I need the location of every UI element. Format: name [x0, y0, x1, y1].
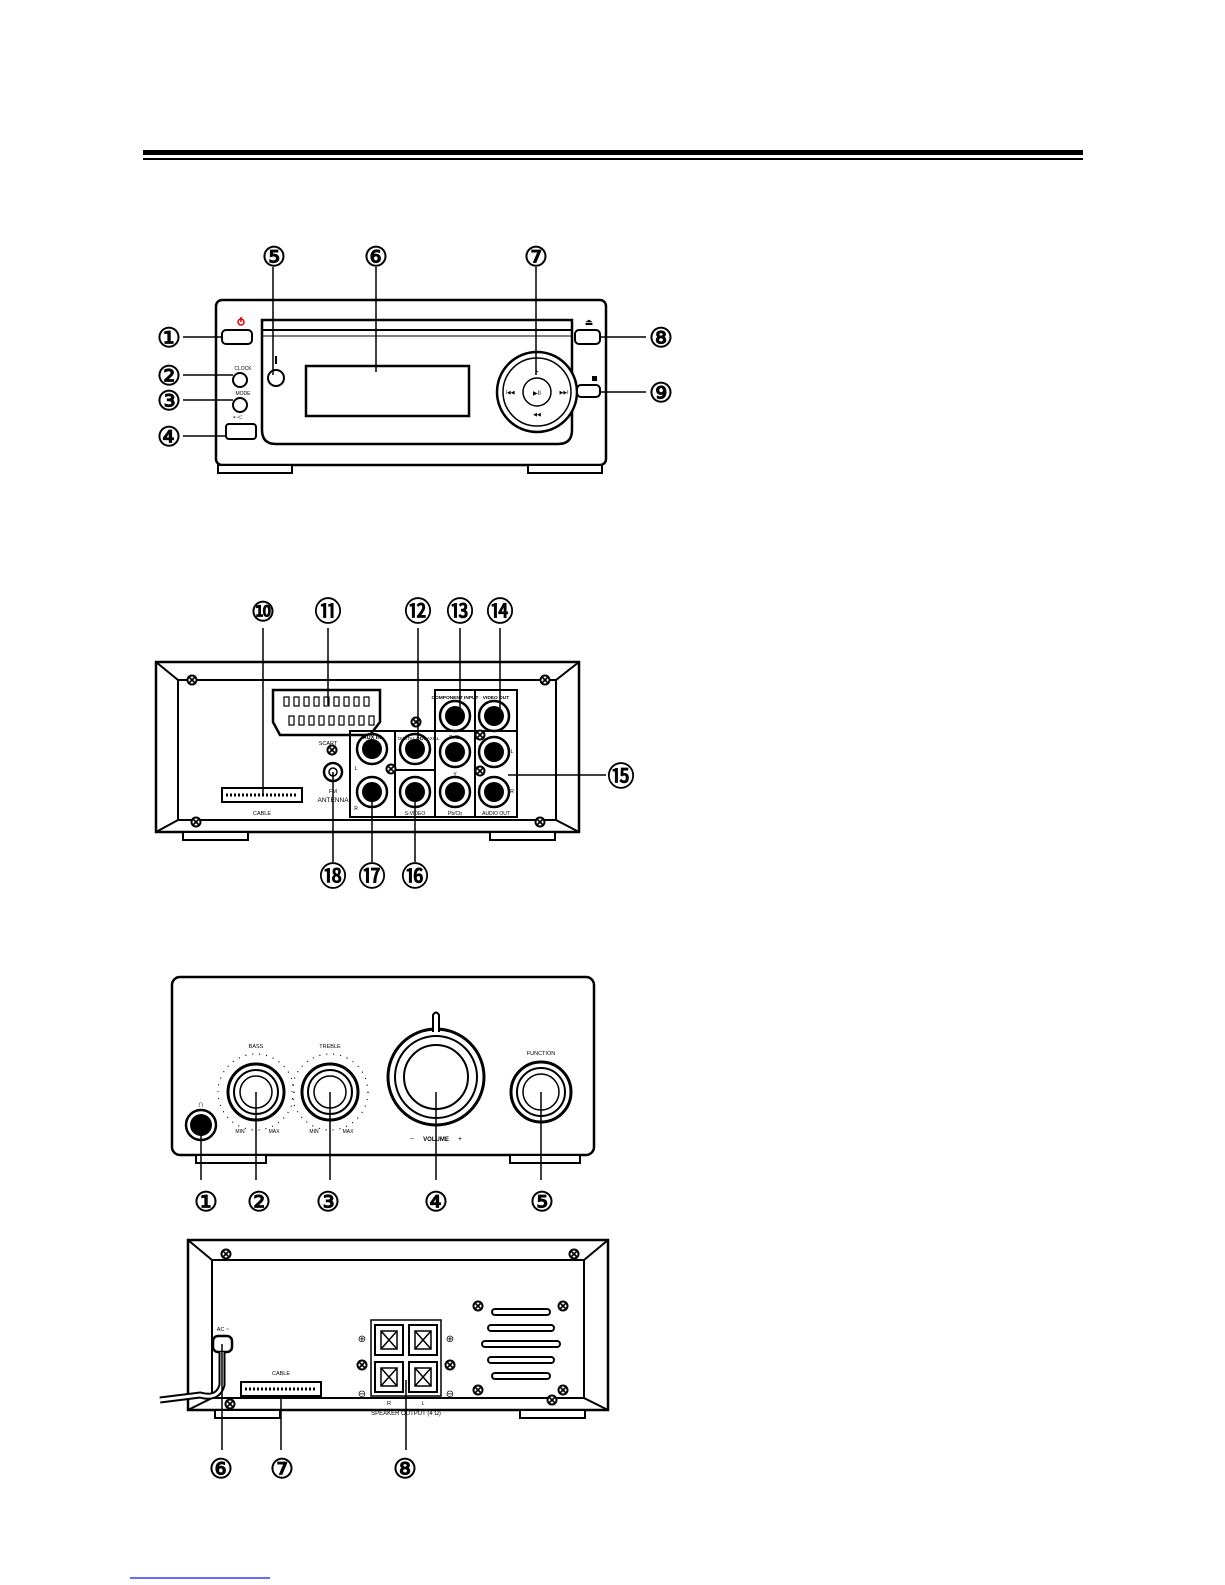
rear-unit-diagram: SCART CABLE FM ANTENNA: [156, 596, 635, 892]
treble-label: TREBLE: [319, 1044, 341, 1050]
callout-5: ⑤: [262, 242, 286, 272]
svg-text:⇠⊂: ⇠⊂: [233, 415, 243, 421]
amp-callout-2: ②: [247, 1187, 271, 1217]
amp-callout-6: ⑥: [209, 1454, 233, 1484]
svg-text:▶II: ▶II: [533, 391, 541, 397]
amplifier-rear-diagram: AC ~ CABLE ⊕ ⊕ ⊖ ⊖ R L SPEAKER OUTPUT (4: [160, 1240, 608, 1484]
amp-callout-8: ⑧: [393, 1454, 417, 1484]
volume-minus-label: −: [410, 1136, 414, 1143]
treble-max-label: MAX: [343, 1129, 355, 1135]
amplifier-front-diagram: ∩ BASS MIN MAX TREBLE MIN MAX − VOLUME +…: [172, 977, 594, 1217]
coaxial-label: COAXIAL: [420, 736, 440, 741]
callout-13: ⑬: [447, 596, 474, 627]
callout-9: ⑨: [649, 378, 673, 408]
callout-16: ⑯: [402, 861, 429, 892]
amp-callout-7: ⑦: [270, 1454, 294, 1484]
pb-cb-label: Pb/Cb: [448, 811, 462, 817]
amp-callout-5: ⑤: [530, 1187, 554, 1217]
callout-17: ⑰: [359, 861, 386, 892]
aux-in-label: AUX IN: [363, 735, 382, 741]
svg-text:⏏: ⏏: [585, 317, 594, 327]
callout-8: ⑧: [649, 323, 673, 353]
footer-link-underline: [130, 1577, 270, 1579]
callout-12: ⑫: [405, 596, 432, 627]
treble-min-label: MIN: [309, 1129, 319, 1135]
video-out-label: VIDEO OUT: [483, 695, 509, 701]
ac-label: AC ~: [217, 1327, 229, 1333]
volume-plus-label: +: [458, 1136, 462, 1143]
aux-l-label: L: [355, 766, 358, 772]
aux-r-label: R: [354, 806, 358, 812]
mode-label: MODE: [236, 391, 252, 397]
callout-14: ⑭: [487, 596, 514, 627]
callout-18: ⑱: [320, 861, 347, 892]
svg-text:◀◀: ◀◀: [533, 412, 541, 418]
amp-callout-1: ①: [194, 1187, 218, 1217]
component-input-label: COMPONENT INPUT: [432, 695, 479, 701]
svg-text:▶▶I: ▶▶I: [559, 390, 568, 396]
callout-6: ⑥: [364, 242, 388, 272]
callout-11: ⑪: [315, 596, 342, 627]
speaker-r-label: R: [387, 1401, 391, 1407]
clock-label: CLOCK: [234, 366, 252, 372]
callout-4: ④: [157, 422, 181, 452]
svg-text:⊖: ⊖: [446, 1389, 454, 1400]
callout-15: ⑮: [608, 761, 635, 792]
speaker-l-label: L: [421, 1401, 424, 1407]
callout-7: ⑦: [524, 242, 548, 272]
svg-text:⊖: ⊖: [358, 1389, 366, 1400]
svg-text:⊕: ⊕: [446, 1334, 454, 1345]
cable-label: CABLE: [253, 811, 271, 817]
callout-1: ①: [157, 323, 181, 353]
bass-min-label: MIN: [235, 1129, 245, 1135]
svg-text:I◀◀: I◀◀: [505, 390, 514, 396]
bass-label: BASS: [249, 1044, 264, 1050]
amp-callout-4: ④: [424, 1187, 448, 1217]
audio-l-label: L: [511, 749, 514, 755]
callout-10: ⑩: [251, 597, 275, 627]
audio-out-label: AUDIO OUT: [482, 811, 510, 817]
svg-text:⊕: ⊕: [358, 1334, 366, 1345]
amp-callout-3: ③: [316, 1187, 340, 1217]
svg-text:∩: ∩: [198, 1099, 204, 1109]
function-label: FUNCTION: [527, 1051, 555, 1057]
front-unit-diagram: CLOCK MODE ⇠⊂ ▶II I◀◀ ▶▶I ▸ ◀◀ ⏏ ① ② ③ ④: [157, 242, 673, 473]
pr-cr-label: Pr/Cr: [449, 735, 461, 741]
callout-3: ③: [157, 386, 181, 416]
bass-max-label: MAX: [269, 1129, 281, 1135]
amp-cable-label: CABLE: [272, 1371, 290, 1377]
audio-r-label: R: [510, 789, 514, 795]
